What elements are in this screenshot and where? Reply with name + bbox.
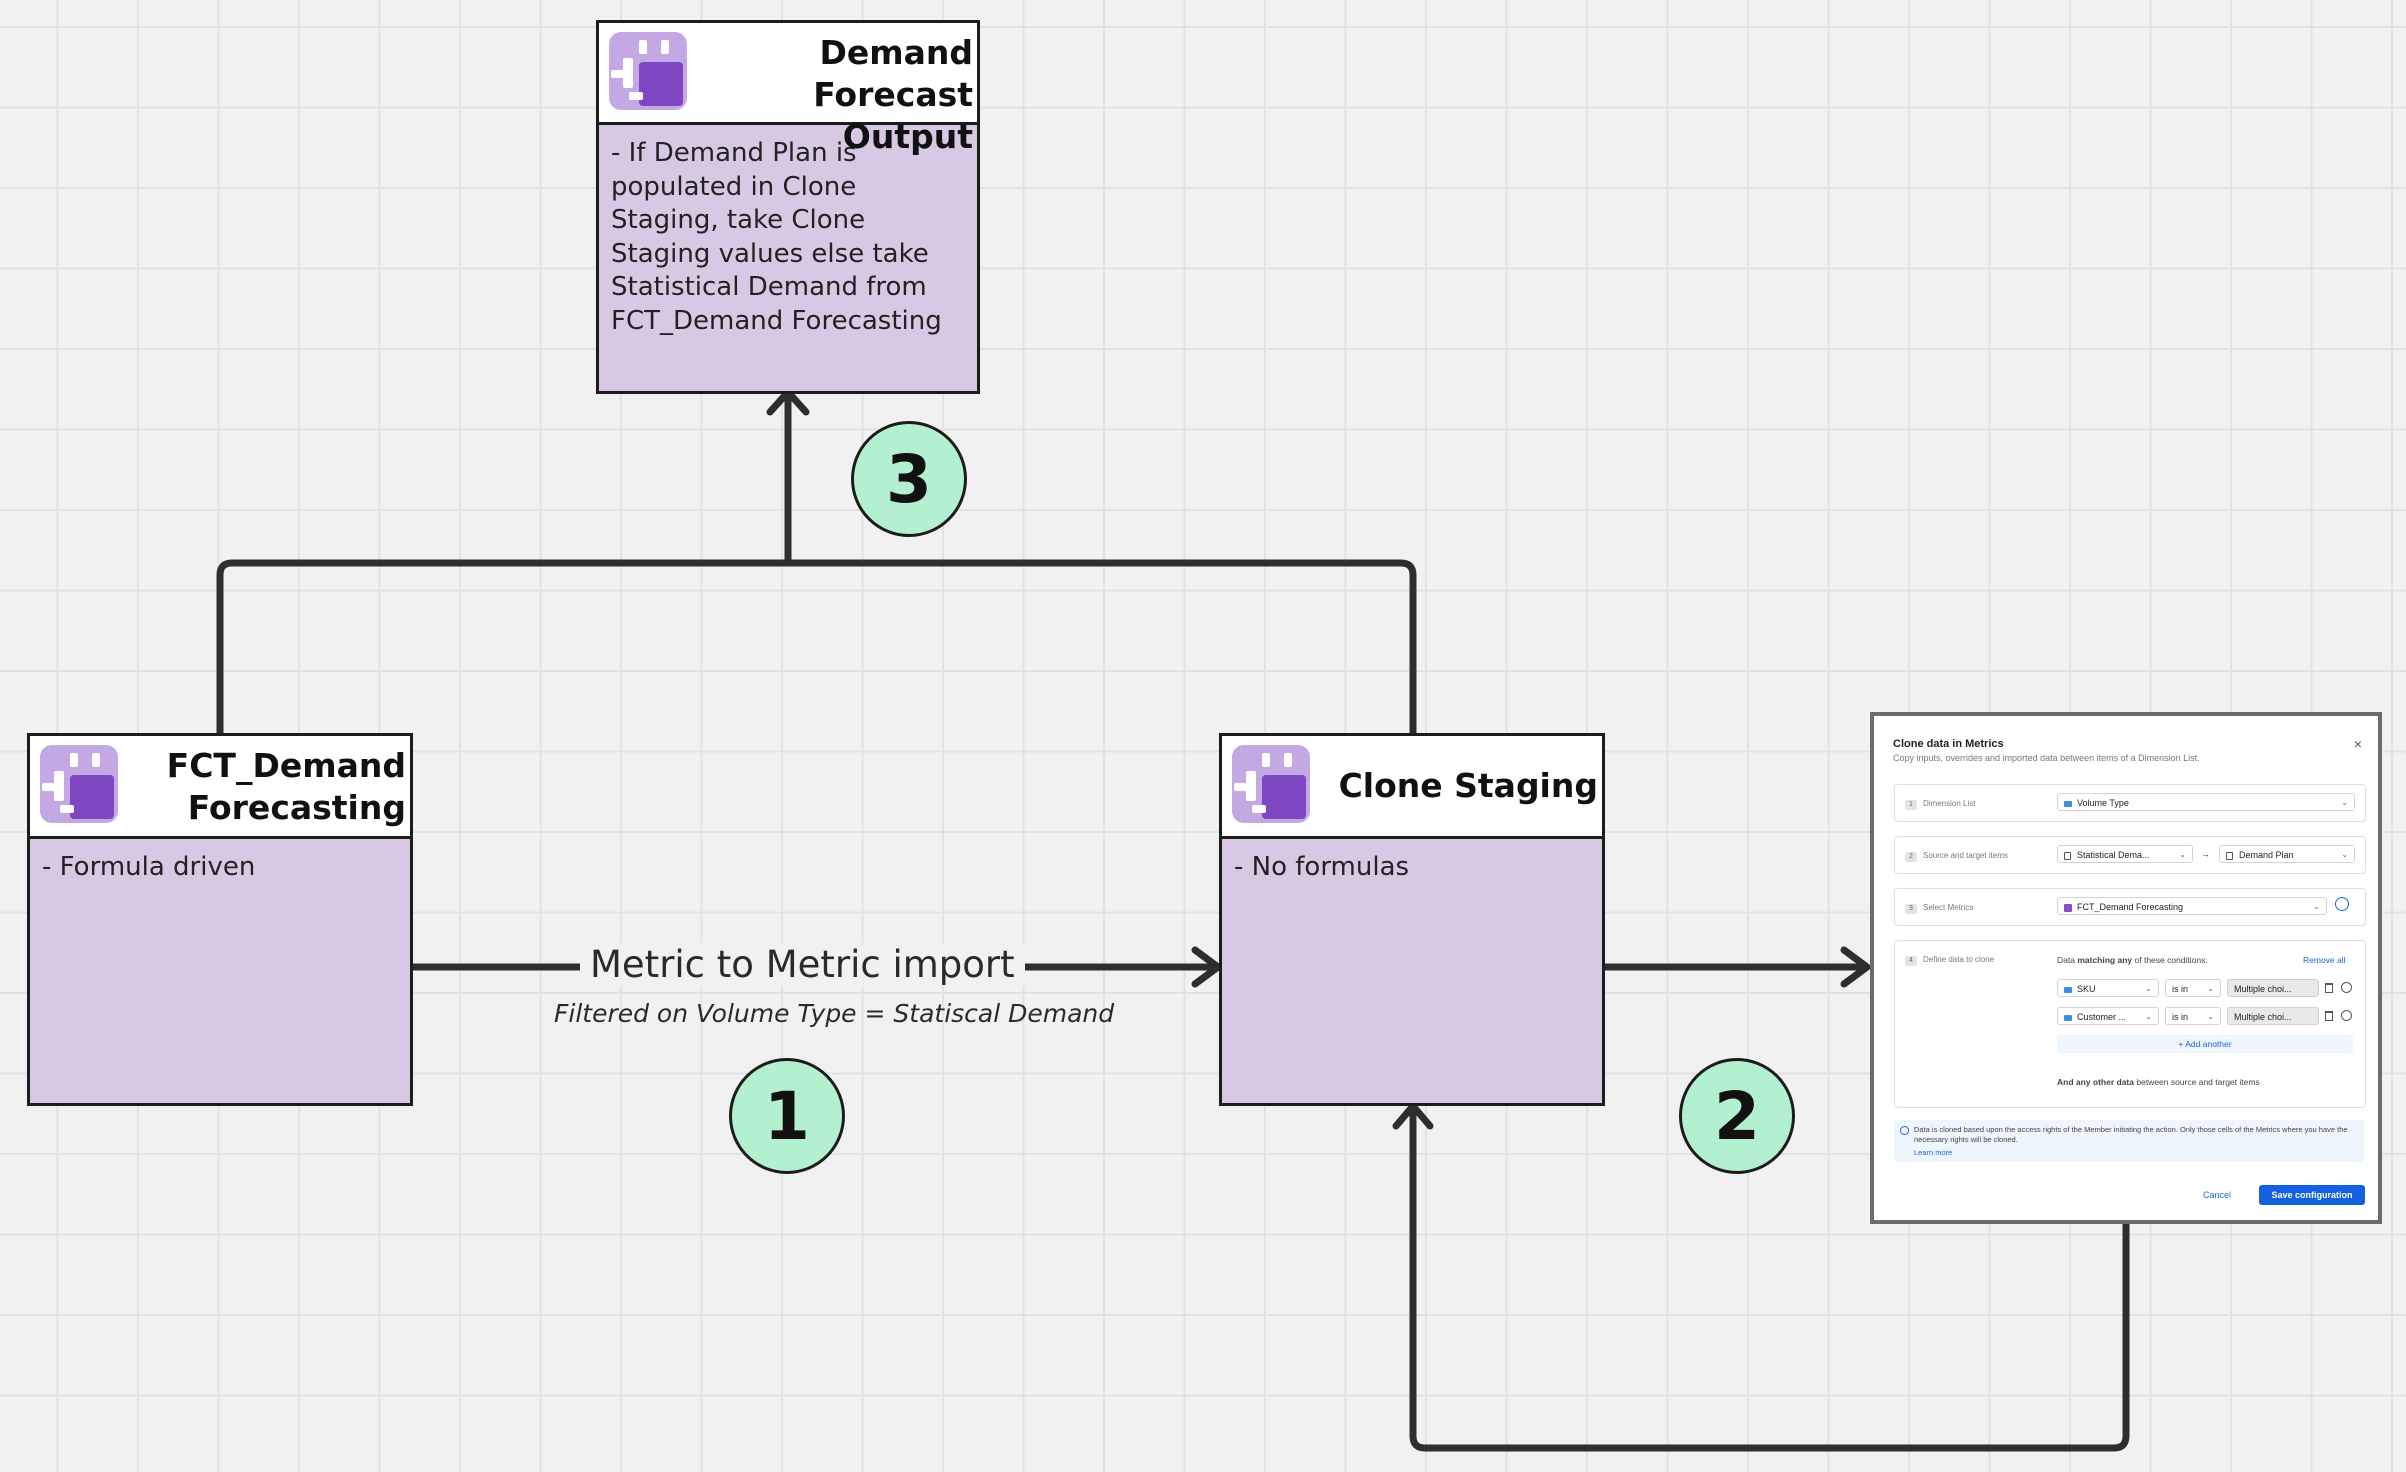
add-metric-icon[interactable] (2335, 897, 2349, 911)
card-body: - No formulas (1234, 852, 1410, 882)
select-value: Volume Type (2077, 798, 2129, 808)
row-number: 3 (1905, 904, 1917, 914)
chevron-down-icon: ⌄ (2341, 850, 2348, 859)
chevron-down-icon: ⌄ (2145, 1012, 2152, 1021)
card-fct-demand-forecasting[interactable]: FCT_Demand Forecasting - Formula driven (27, 733, 413, 1106)
calendar-icon (1232, 745, 1310, 823)
condition-operator-select[interactable]: is in ⌄ (2165, 1007, 2221, 1025)
chevron-down-icon: ⌄ (2145, 984, 2152, 993)
add-another-button[interactable]: + Add another (2057, 1035, 2353, 1053)
target-item-select[interactable]: Demand Plan ⌄ (2219, 845, 2355, 863)
edge-label-filter: Filtered on Volume Type = Statiscal Dema… (554, 999, 1115, 1028)
edge-label-import: Metric to Metric import (580, 943, 1025, 986)
chevron-down-icon: ⌄ (2341, 798, 2348, 807)
item-icon (2226, 851, 2233, 860)
row-number: 2 (1905, 852, 1917, 862)
row-dimension-list: 1 Dimension List Volume Type ⌄ (1894, 784, 2366, 822)
row-label: Source and target items (1923, 851, 2008, 860)
select-value: Customer ... (2077, 1012, 2127, 1022)
card-body: - If Demand Plan is populated in Clone S… (611, 138, 942, 336)
dimension-list-select[interactable]: Volume Type ⌄ (2057, 793, 2355, 811)
learn-more-link[interactable]: Learn more (1914, 1148, 1953, 1157)
trash-icon[interactable] (2325, 1011, 2333, 1021)
row-source-target: 2 Source and target items Statistical Dem… (1894, 836, 2366, 874)
condition-field-select[interactable]: SKU ⌄ (2057, 979, 2159, 997)
condition-value-select[interactable]: Multiple choi... (2227, 979, 2319, 997)
dimension-icon (2064, 1014, 2072, 1021)
clone-data-dialog: Clone data in Metrics Copy inputs, overr… (1870, 712, 2382, 1224)
card-title: Clone Staging (1338, 766, 1598, 805)
trash-icon[interactable] (2325, 983, 2333, 993)
row-label: Dimension List (1923, 799, 1976, 808)
calendar-icon (40, 745, 118, 823)
save-configuration-button[interactable]: Save configuration (2259, 1185, 2365, 1205)
select-value: is in (2172, 1012, 2189, 1022)
source-item-select[interactable]: Statistical Dema... ⌄ (2057, 845, 2193, 863)
row-number: 1 (1905, 800, 1917, 810)
row-define-data: 4 Define data to clone Data matching any … (1894, 940, 2366, 1108)
other-data-text: And any other data between source and ta… (2057, 1077, 2260, 1087)
select-value: FCT_Demand Forecasting (2077, 902, 2184, 912)
remove-condition-icon[interactable] (2341, 1010, 2352, 1021)
select-value: Statistical Dema... (2077, 850, 2150, 860)
row-label: Select Metrics (1923, 903, 1974, 912)
condition-value-select[interactable]: Multiple choi... (2227, 1007, 2319, 1025)
step-badge-1: 1 (729, 1058, 845, 1174)
info-icon (1900, 1126, 1909, 1135)
item-icon (2064, 851, 2071, 860)
select-value: is in (2172, 984, 2189, 994)
select-value: Demand Plan (2239, 850, 2294, 860)
metric-icon (2064, 903, 2072, 912)
card-body: - Formula driven (42, 852, 256, 882)
dimension-icon (2064, 800, 2072, 807)
connector-dialog-to-staging (1409, 1102, 2130, 1452)
remove-all-link[interactable]: Remove all (2303, 955, 2346, 965)
step-badge-2: 2 (1679, 1058, 1795, 1174)
info-text: Data is cloned based upon the access rig… (1914, 1125, 2348, 1144)
calendar-icon (609, 32, 687, 110)
chevron-down-icon: ⌄ (2207, 1012, 2214, 1021)
card-title: FCT_Demand Forecasting (166, 746, 406, 827)
arrow-right-icon: → (2201, 849, 2210, 859)
row-select-metrics: 3 Select Metrics FCT_Demand Forecasting ⌄ (1894, 888, 2366, 926)
cancel-button[interactable]: Cancel (2202, 1190, 2231, 1200)
row-label: Define data to clone (1923, 955, 1995, 964)
chevron-down-icon: ⌄ (2179, 850, 2186, 859)
close-icon[interactable]: × (2353, 736, 2362, 752)
select-value: Multiple choi... (2234, 1012, 2292, 1022)
info-banner: Data is cloned based upon the access rig… (1894, 1120, 2364, 1162)
select-value: SKU (2077, 984, 2096, 994)
metrics-select[interactable]: FCT_Demand Forecasting ⌄ (2057, 897, 2327, 915)
chevron-down-icon: ⌄ (2207, 984, 2214, 993)
arrowhead-staging-bottom (1392, 1102, 1434, 1130)
dialog-subtitle: Copy inputs, overrides and imported data… (1893, 753, 2200, 763)
condition-field-select[interactable]: Customer ... ⌄ (2057, 1007, 2159, 1025)
connector-fct-to-output (216, 389, 792, 739)
step-badge-3: 3 (851, 421, 967, 537)
arrowhead-dialog (1840, 946, 1871, 988)
dialog-title: Clone data in Metrics (1893, 738, 2004, 750)
card-clone-staging[interactable]: Clone Staging - No formulas (1219, 733, 1605, 1106)
dimension-icon (2064, 986, 2072, 993)
arrowhead-staging (1191, 946, 1222, 988)
select-value: Multiple choi... (2234, 984, 2292, 994)
card-title: Demand Forecast Output (813, 33, 973, 156)
card-demand-forecast-output[interactable]: Demand Forecast Output - If Demand Plan … (596, 20, 980, 394)
connector-staging-to-output (784, 559, 1417, 739)
remove-condition-icon[interactable] (2341, 982, 2352, 993)
condition-operator-select[interactable]: is in ⌄ (2165, 979, 2221, 997)
conditions-header: Data matching any of these conditions: (2057, 955, 2208, 965)
chevron-down-icon: ⌄ (2313, 902, 2320, 911)
row-number: 4 (1905, 956, 1917, 966)
